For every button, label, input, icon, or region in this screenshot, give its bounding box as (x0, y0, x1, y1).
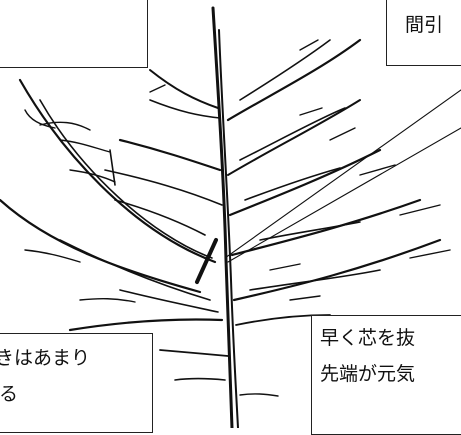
callout-top-right: 間引 (386, 0, 461, 66)
callout-top-left (0, 0, 148, 68)
left-branches (0, 69, 279, 397)
cut-mark (195, 238, 218, 284)
callout-bottom-right: 早く芯を抜 先端が元気 (311, 315, 461, 435)
callout-bottom-right-line-2: 先端が元気 (320, 363, 416, 385)
right-branches (226, 38, 451, 326)
callout-top-right-line-1: 間引 (405, 14, 444, 36)
callout-bottom-left-line-2: る (0, 383, 19, 405)
callout-bottom-left: きはあまり る (0, 333, 153, 433)
callout-bottom-right-line-1: 早く芯を抜 (320, 327, 416, 349)
tree-trunk (211, 6, 239, 428)
leader-lines (224, 89, 461, 263)
callout-bottom-left-line-1: きはあまり (0, 347, 91, 369)
